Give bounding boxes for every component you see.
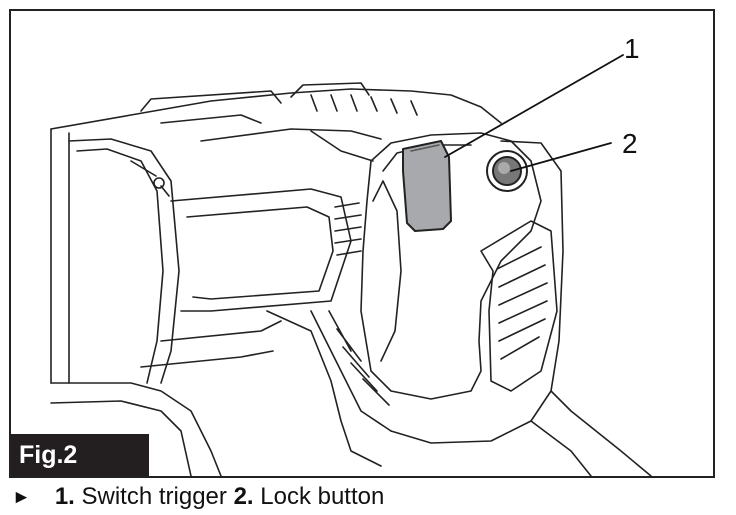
figure-caption: ► 1. Switch trigger 2. Lock button xyxy=(12,482,384,513)
leader-line-2 xyxy=(510,142,612,172)
lock-button-shape xyxy=(486,150,528,192)
caption-bullet: ► xyxy=(12,487,31,508)
caption-item-1-number: 1. xyxy=(54,483,75,510)
caption-item-1-text: Switch trigger xyxy=(81,483,227,510)
housing-top xyxy=(50,88,502,130)
switch-trigger-shape xyxy=(402,140,452,232)
figure-frame: 1 2 Fig.2 xyxy=(9,9,715,478)
caption-item-2-text: Lock button xyxy=(260,483,385,510)
caption-item-2-number: 2. xyxy=(233,483,254,510)
side-panel xyxy=(170,188,352,312)
callout-number-2: 2 xyxy=(622,128,638,159)
figure-label: Fig.2 xyxy=(11,434,149,476)
leader-line-1 xyxy=(444,54,624,158)
callout-number-1: 1 xyxy=(624,33,640,64)
tool-illustration xyxy=(50,54,652,476)
